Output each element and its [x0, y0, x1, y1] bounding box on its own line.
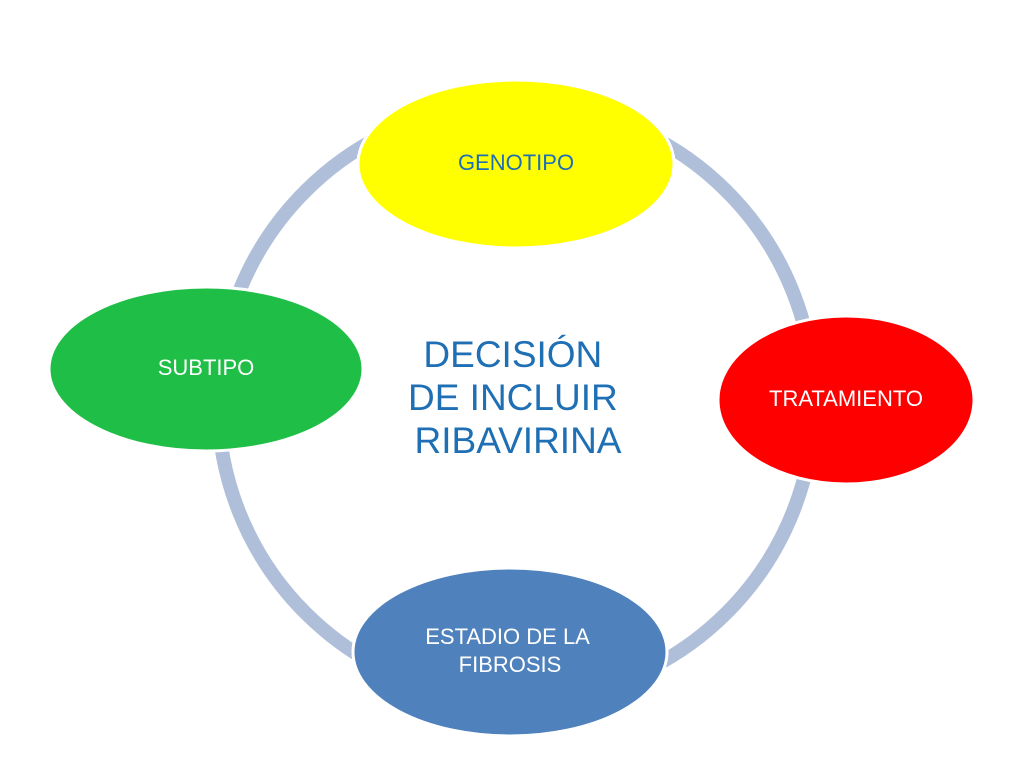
- node-tratamiento: TRATAMIENTO: [716, 314, 976, 486]
- node-estadio-fibrosis-label: ESTADIO DE LA FIBROSIS: [425, 624, 595, 677]
- center-title-line: DE INCLUIR: [408, 377, 618, 418]
- node-tratamiento-shape: [716, 314, 976, 486]
- node-genotipo-line: GENOTIPO: [458, 150, 574, 175]
- node-subtipo-line: SUBTIPO: [158, 355, 255, 380]
- node-genotipo: GENOTIPO: [356, 78, 676, 250]
- node-estadio-fibrosis-shape: [351, 566, 669, 738]
- node-subtipo-shape: [47, 285, 365, 453]
- center-title: DECISIÓN DE INCLUIR RIBAVIRINA: [408, 334, 628, 461]
- node-estadio-fibrosis-line: FIBROSIS: [459, 652, 562, 677]
- node-subtipo: SUBTIPO: [47, 285, 365, 453]
- node-tratamiento-line: TRATAMIENTO: [769, 386, 923, 411]
- node-genotipo-label: GENOTIPO: [458, 150, 574, 175]
- node-genotipo-shape: [356, 78, 676, 250]
- node-subtipo-label: SUBTIPO: [158, 355, 255, 380]
- center-title-line: DECISIÓN: [423, 334, 602, 375]
- node-estadio-fibrosis: ESTADIO DE LA FIBROSIS: [351, 566, 669, 738]
- node-estadio-fibrosis-line: ESTADIO DE LA: [425, 624, 590, 649]
- center-title-line: RIBAVIRINA: [415, 420, 622, 461]
- node-tratamiento-label: TRATAMIENTO: [769, 386, 923, 411]
